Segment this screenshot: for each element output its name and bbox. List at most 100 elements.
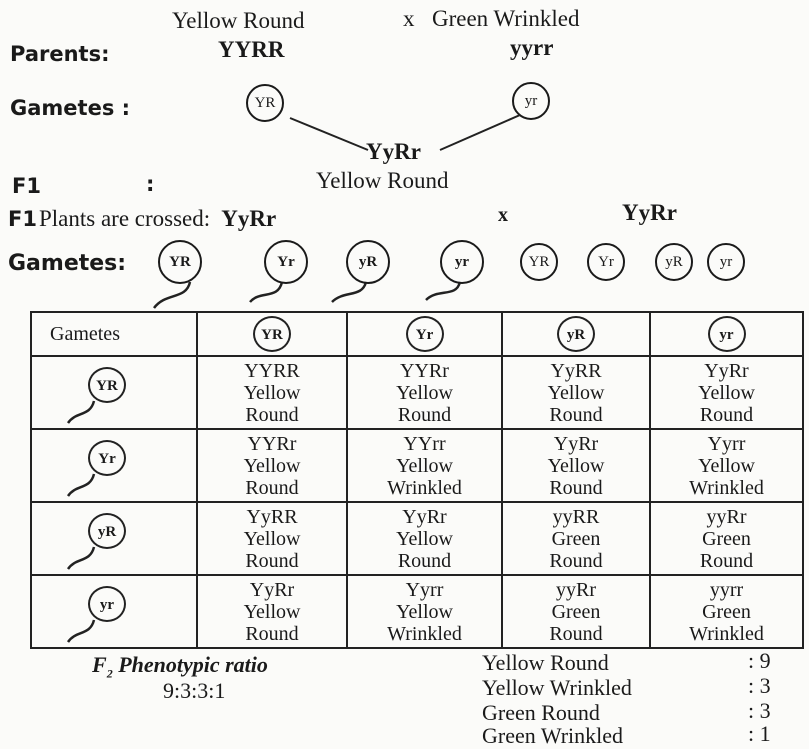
cell-genotype: yyRR (552, 505, 600, 528)
row-header: yr (30, 574, 198, 649)
row-header: Yr (30, 428, 198, 503)
cell-shape: Round (549, 622, 603, 645)
cell-genotype: yyrr (709, 578, 744, 601)
f1-crossed-line: F1Plants are crossed: YyRr (8, 206, 276, 232)
f1-male-gamete-3: yR (346, 240, 390, 284)
parent2-phenotype: Green Wrinkled (432, 6, 580, 31)
f1-cross-genotype-2: YyRr (622, 200, 677, 225)
row-header: YR (30, 355, 198, 430)
ratio-title-f: F (92, 652, 107, 677)
cell-shape: Wrinkled (387, 476, 462, 499)
cell-genotype: yyRr (706, 505, 747, 528)
cell-shape: Round (397, 403, 452, 426)
cell-genotype: Yyrr (405, 578, 444, 601)
cell-genotype: YyRR (550, 359, 602, 382)
cell-shape: Round (549, 476, 603, 499)
gamete-yr-recessive: yr (512, 82, 550, 120)
f1-female-gamete-3: yR (655, 243, 693, 281)
f1-colon: : (146, 172, 155, 196)
cell-color: Yellow (243, 600, 301, 623)
cell-genotype: YYRr (247, 432, 297, 455)
cross-symbol: x (403, 6, 415, 31)
col-gamete-1: YR (253, 316, 291, 352)
cell-genotype: YyRr (553, 432, 599, 455)
cell-genotype: YyRr (704, 359, 749, 382)
cell-color: Yellow (243, 527, 301, 550)
f1-phenotype: Yellow Round (316, 168, 449, 193)
ratio-title-sub: 2 (106, 666, 113, 681)
f1-female-gamete-1: YR (520, 243, 558, 281)
f1-female-gamete-2: Yr (587, 243, 625, 281)
cell-genotype: yyRr (556, 578, 596, 601)
cell-shape: Round (699, 549, 754, 572)
cell-shape: Round (549, 403, 603, 426)
col-gamete-3: yR (557, 316, 595, 352)
cell-color: Yellow (243, 454, 301, 477)
cell-genotype: Yyrr (707, 432, 746, 455)
cell-genotype: YYRR (244, 359, 300, 382)
cell-shape: Round (245, 476, 299, 499)
punnett-header-row: Gametes YR Yr yR yr (30, 311, 804, 357)
cell-shape: Round (549, 549, 603, 572)
row-gamete-3: yR (88, 513, 126, 549)
ratio-label-1: Yellow Round (482, 650, 609, 675)
f1-crossed-prefix: F1 (8, 207, 37, 231)
f1-crossed-text: Plants are crossed: (38, 206, 211, 231)
col-header: Yr (346, 311, 503, 357)
cell-genotype: YyRr (402, 505, 447, 528)
gamete-yr-dominant: YR (246, 84, 284, 122)
cell-color: Yellow (243, 381, 301, 404)
cell-shape: Round (245, 403, 299, 426)
cell-shape: Round (699, 403, 754, 426)
row-gamete-1: YR (88, 367, 126, 403)
cell-shape: Wrinkled (689, 622, 764, 645)
col-header: yR (501, 311, 651, 357)
f1-cross-x: x (498, 204, 508, 226)
row-header: yR (30, 501, 198, 576)
ratio-label-3: Green Round (482, 700, 600, 725)
col-gamete-4: yr (707, 316, 746, 352)
ratio-label-2: Yellow Wrinkled (482, 675, 632, 700)
ratio-count-2: : 3 (748, 673, 771, 698)
parent1-genotype: YYRR (218, 37, 285, 62)
f1-male-gamete-4: yr (440, 240, 484, 284)
f1-female-gamete-4: yr (707, 243, 745, 281)
cell-color: Yellow (396, 527, 453, 550)
ratio-value: 9:3:3:1 (163, 678, 226, 703)
col-header: YR (196, 311, 348, 357)
cell-color: Yellow (698, 454, 755, 477)
cell-genotype: YyRR (246, 505, 298, 528)
col-header: yr (649, 311, 804, 357)
f1-male-gamete-1: YR (158, 240, 202, 284)
cell-genotype: YyRr (249, 578, 295, 601)
ratio-count-3: : 3 (748, 698, 771, 723)
parents-label: Parents: (10, 42, 110, 66)
row-gamete-4: yr (88, 586, 126, 622)
cell-shape: Round (245, 622, 299, 645)
cell-shape: Round (245, 549, 299, 572)
cell-shape: Wrinkled (387, 622, 462, 645)
f1-label: F1 (12, 174, 41, 198)
f1-gametes-label: Gametes: (8, 251, 127, 276)
cell-color: Yellow (698, 381, 755, 404)
punnett-corner: Gametes (30, 311, 198, 357)
gametes-label: Gametes : (10, 96, 131, 120)
cell-genotype: YYRr (400, 359, 449, 382)
